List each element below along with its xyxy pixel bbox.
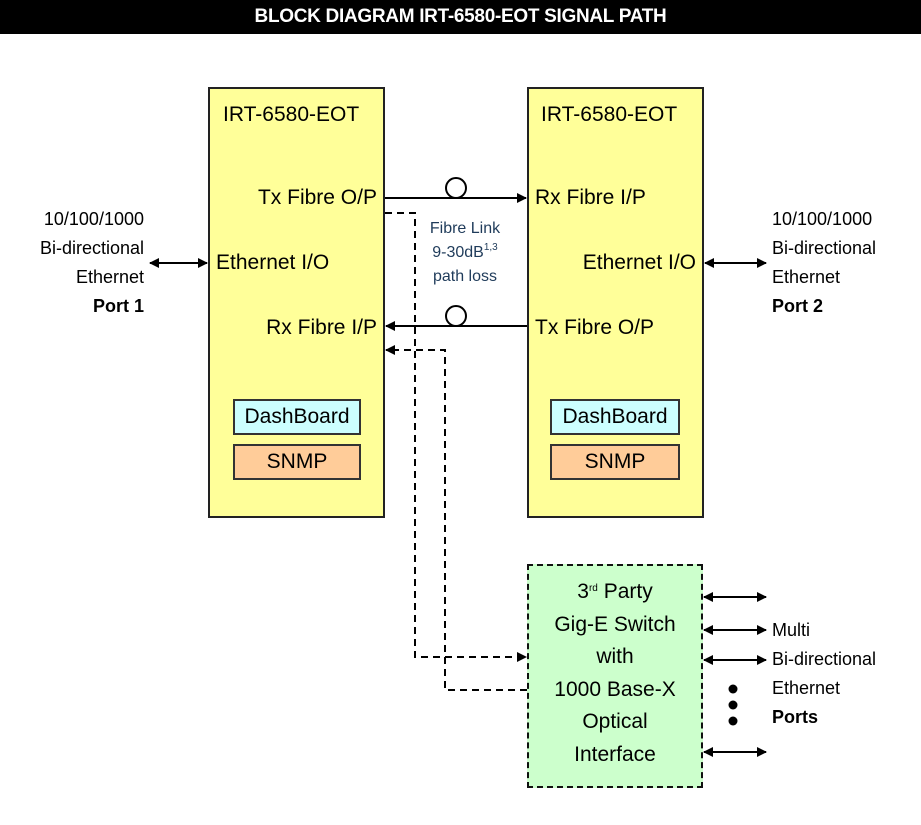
port1-label: 10/100/1000 Bi-directional Ethernet Port… bbox=[40, 205, 144, 321]
fibre-forward-loop-icon bbox=[445, 177, 467, 199]
port2-direction: Bi-directional bbox=[772, 238, 877, 258]
fibre-link-footnote: 1,3 bbox=[483, 242, 498, 253]
ellipsis-dot-1 bbox=[728, 684, 738, 694]
port2-name: Port 2 bbox=[772, 296, 824, 316]
switch-line1-prefix: 3 bbox=[577, 580, 589, 603]
left-unit-eth-label: Ethernet I/O bbox=[216, 251, 330, 274]
right-snmp-block: SNMP bbox=[550, 444, 680, 480]
multi-ports-line1: Multi bbox=[772, 620, 811, 640]
multi-ports-name: Ports bbox=[772, 707, 819, 727]
left-unit-rx-label: Rx Fibre I/P bbox=[266, 316, 377, 339]
fibre-link-path-loss: path loss bbox=[432, 268, 498, 285]
left-unit-tx-label: Tx Fibre O/P bbox=[257, 186, 377, 209]
port1-direction: Bi-directional bbox=[39, 238, 144, 258]
port2-speed: 10/100/1000 bbox=[772, 209, 873, 229]
right-dashboard-block: DashBoard bbox=[550, 399, 680, 435]
left-dashboard-block: DashBoard bbox=[233, 399, 361, 435]
ellipsis-dot-3 bbox=[728, 716, 738, 726]
switch-line1-suffix: Party bbox=[597, 580, 653, 603]
multi-ports-label: Multi Bi-directional Ethernet Ports bbox=[772, 616, 876, 732]
ellipsis-dot-2 bbox=[728, 700, 738, 710]
switch-line3: with bbox=[596, 645, 634, 668]
right-unit-eth-label: Ethernet I/O bbox=[582, 251, 696, 274]
fibre-return-loop-icon bbox=[445, 305, 467, 327]
fibre-link-title: Fibre Link bbox=[429, 220, 501, 237]
left-snmp-block: SNMP bbox=[233, 444, 361, 480]
third-party-switch-box: 3rd Party Gig-E Switch with 1000 Base-X … bbox=[527, 564, 703, 788]
fibre-link-label: Fibre Link 9-30dB1,3 path loss bbox=[415, 217, 515, 289]
left-unit-box: IRT-6580-EOT Tx Fibre O/P Ethernet I/O R… bbox=[208, 87, 385, 518]
right-unit-name: IRT-6580-EOT bbox=[541, 103, 678, 126]
multi-ports-line3: Ethernet bbox=[772, 678, 841, 698]
switch-line4: 1000 Base-X bbox=[554, 677, 676, 701]
diagram-title: BLOCK DIAGRAM IRT-6580-EOT SIGNAL PATH bbox=[0, 0, 921, 34]
port2-type: Ethernet bbox=[772, 267, 841, 287]
port2-label: 10/100/1000 Bi-directional Ethernet Port… bbox=[772, 205, 876, 321]
right-unit-rx-label: Rx Fibre I/P bbox=[535, 186, 646, 209]
port1-speed: 10/100/1000 bbox=[43, 209, 144, 229]
switch-line6: Interface bbox=[574, 742, 656, 766]
multi-ports-line2: Bi-directional bbox=[772, 649, 877, 669]
switch-line5: Optical bbox=[582, 710, 648, 733]
switch-line2: Gig-E Switch bbox=[554, 612, 676, 636]
left-unit-name: IRT-6580-EOT bbox=[223, 103, 360, 126]
dashed-path-from-switch bbox=[385, 345, 527, 691]
port1-type: Ethernet bbox=[75, 267, 144, 287]
switch-line1-sup: rd bbox=[588, 583, 598, 594]
fibre-link-loss: 9-30dB bbox=[432, 244, 484, 261]
right-unit-tx-label: Tx Fibre O/P bbox=[535, 316, 655, 339]
port1-name: Port 1 bbox=[92, 296, 144, 316]
right-unit-box: IRT-6580-EOT Rx Fibre I/P Ethernet I/O T… bbox=[527, 87, 704, 518]
dashed-path-to-switch bbox=[385, 212, 527, 662]
